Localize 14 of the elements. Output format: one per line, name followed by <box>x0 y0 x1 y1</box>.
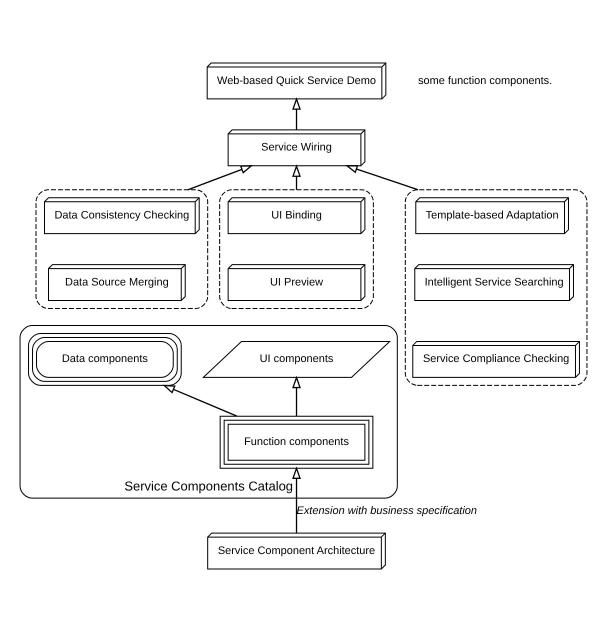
arrow <box>292 96 301 130</box>
cluster <box>404 188 588 386</box>
node-box: Function components <box>220 415 374 468</box>
arrow <box>162 384 238 416</box>
edge-label: Extension with business specification <box>296 504 477 516</box>
arrow <box>292 164 301 190</box>
cluster <box>36 188 208 309</box>
label: some function components. <box>418 74 552 86</box>
arrow <box>292 375 301 416</box>
node-box: Data components <box>28 332 182 386</box>
arrow <box>292 466 301 532</box>
arrow <box>188 164 254 190</box>
cluster <box>219 188 374 309</box>
arrow <box>345 164 418 190</box>
